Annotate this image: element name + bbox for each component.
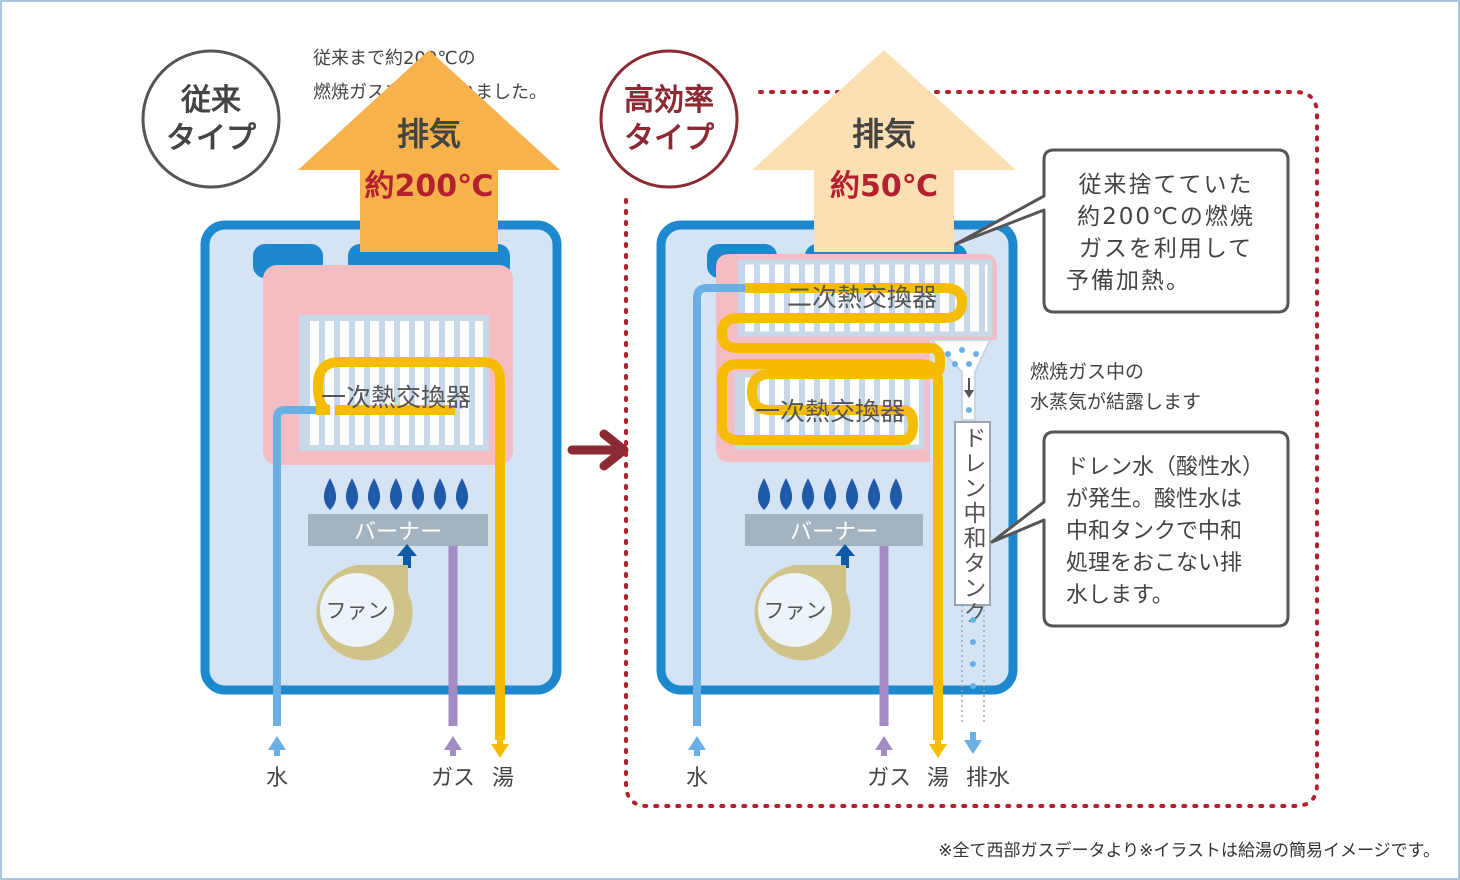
he-water-label: 水 bbox=[686, 766, 708, 791]
conventional-badge-line1: 従来 bbox=[180, 83, 241, 118]
drain-callout-line3: 中和タンクで中和 bbox=[1066, 519, 1242, 544]
drain-callout-line5: 水します。 bbox=[1066, 583, 1174, 608]
high-efficiency-badge-line2: タイプ bbox=[624, 121, 715, 156]
droplet-icon bbox=[945, 351, 951, 357]
conventional-fan bbox=[320, 573, 394, 647]
droplet-icon bbox=[973, 351, 979, 357]
drain-callout-line4: 処理をおこない排 bbox=[1066, 551, 1242, 576]
drip-arrow-icon bbox=[964, 390, 974, 398]
secondary-hx-label: 二次熱交換器 bbox=[787, 283, 937, 312]
conventional-note-line1: 従来まで約200℃の bbox=[313, 48, 476, 69]
droplet-icon bbox=[959, 347, 965, 353]
high-efficiency-flames bbox=[757, 478, 903, 510]
condense-note-line1: 燃焼ガス中の bbox=[1030, 361, 1144, 383]
preheat-callout-line4: 予備加熱。 bbox=[1066, 268, 1191, 294]
high-efficiency-exhaust-temp: 約50℃ bbox=[830, 169, 938, 204]
gas-in-arrow-icon bbox=[444, 736, 462, 756]
droplet-icon bbox=[970, 617, 976, 623]
conventional-burner bbox=[308, 514, 488, 546]
conventional-water-pipe bbox=[273, 406, 316, 726]
footnote: ※全て西部ガスデータより※イラストは給湯の簡易イメージです。 bbox=[938, 840, 1440, 861]
drain-callout-line2: が発生。酸性水は bbox=[1066, 487, 1242, 512]
he-drain-label: 排水 bbox=[966, 766, 1010, 791]
conventional-air-arrow-icon bbox=[397, 544, 417, 568]
he-water-in-arrow-icon bbox=[688, 736, 706, 756]
flame-icon bbox=[757, 478, 771, 510]
transition-arrow-icon bbox=[567, 429, 629, 471]
condensation-droplets bbox=[945, 347, 979, 413]
high-efficiency-badge bbox=[599, 49, 739, 189]
drain-tank-label: ドレン中和タンク bbox=[959, 426, 987, 626]
condensation-funnel bbox=[929, 339, 992, 421]
drain-neutralization-tank bbox=[954, 421, 991, 606]
conventional-exhaust-temp: 約200℃ bbox=[365, 169, 494, 204]
flame-icon bbox=[867, 478, 881, 510]
conventional-burner-label: バーナー bbox=[354, 520, 442, 545]
flame-icon bbox=[779, 478, 793, 510]
flame-icon bbox=[889, 478, 903, 510]
condense-note-line2: 水蒸気が結露します bbox=[1030, 391, 1201, 413]
high-efficiency-air-arrow-icon bbox=[835, 544, 855, 568]
droplet-icon bbox=[966, 407, 972, 413]
high-efficiency-badge-line1: 高効率 bbox=[624, 83, 714, 118]
he-gas-in-arrow-icon bbox=[875, 736, 893, 756]
high-efficiency-hot-coil bbox=[716, 283, 968, 740]
high-efficiency-exhaust-label: 排気 bbox=[852, 115, 916, 153]
flame-icon bbox=[801, 478, 815, 510]
he-hot-out-arrow-icon bbox=[929, 738, 947, 758]
flame-icon bbox=[323, 478, 337, 510]
conventional-exhaust-label: 排気 bbox=[397, 115, 461, 153]
high-efficiency-exhaust-arrow bbox=[752, 50, 1016, 252]
high-efficiency-frame bbox=[624, 90, 1319, 808]
high-efficiency-fan-label: ファン bbox=[764, 599, 827, 623]
flame-icon bbox=[823, 478, 837, 510]
flame-icon bbox=[389, 478, 403, 510]
conventional-water-label: 水 bbox=[266, 766, 288, 791]
high-efficiency-primary-hx-label: 一次熱交換器 bbox=[755, 397, 905, 426]
high-efficiency-burner bbox=[745, 514, 923, 546]
conventional-hot-coil bbox=[312, 357, 505, 740]
preheat-callout-line1: 従来捨てていた bbox=[1079, 172, 1254, 198]
high-efficiency-water-pipe bbox=[693, 284, 745, 726]
high-efficiency-unit: 高効率 タイプ 排気 約50℃ ドレン中和タンク bbox=[599, 49, 1319, 808]
preheat-callout bbox=[954, 148, 1290, 314]
conventional-unit: 従来 タイプ 従来まで約200℃の 燃焼ガスを捨てていました。 排気 約200℃… bbox=[141, 48, 562, 791]
flame-icon bbox=[433, 478, 447, 510]
hot-out-arrow-icon bbox=[491, 738, 509, 758]
conventional-gas-label: ガス bbox=[431, 766, 475, 791]
droplet-icon bbox=[970, 639, 976, 645]
he-hot-label: 湯 bbox=[927, 766, 949, 791]
high-efficiency-burner-label: バーナー bbox=[790, 520, 878, 545]
conventional-flames bbox=[323, 478, 469, 510]
droplet-icon bbox=[970, 683, 976, 689]
conventional-badge bbox=[141, 49, 281, 189]
droplet-icon bbox=[970, 661, 976, 667]
he-gas-label: ガス bbox=[867, 766, 911, 791]
conventional-fan-label: ファン bbox=[326, 599, 389, 623]
droplet-icon bbox=[952, 361, 958, 367]
flame-icon bbox=[411, 478, 425, 510]
flame-icon bbox=[367, 478, 381, 510]
preheat-callout-line2: 約200℃の燃焼 bbox=[1077, 204, 1255, 230]
drain-callout bbox=[990, 430, 1290, 628]
he-drain-out-arrow-icon bbox=[964, 732, 982, 754]
conventional-badge-line2: タイプ bbox=[166, 121, 257, 156]
flame-icon bbox=[345, 478, 359, 510]
water-in-arrow-icon bbox=[268, 736, 286, 756]
drain-droplets bbox=[970, 617, 976, 689]
conventional-hot-label: 湯 bbox=[492, 766, 514, 791]
drain-callout-line1: ドレン水（酸性水） bbox=[1066, 455, 1264, 480]
droplet-icon bbox=[966, 361, 972, 367]
flame-icon bbox=[455, 478, 469, 510]
conventional-exhaust-arrow bbox=[298, 50, 560, 252]
high-efficiency-fan bbox=[758, 573, 832, 647]
flame-icon bbox=[845, 478, 859, 510]
preheat-callout-line3: ガスを利用して bbox=[1079, 236, 1253, 262]
conventional-primary-hx bbox=[299, 315, 489, 451]
conventional-primary-hx-label: 一次熱交換器 bbox=[321, 383, 471, 412]
